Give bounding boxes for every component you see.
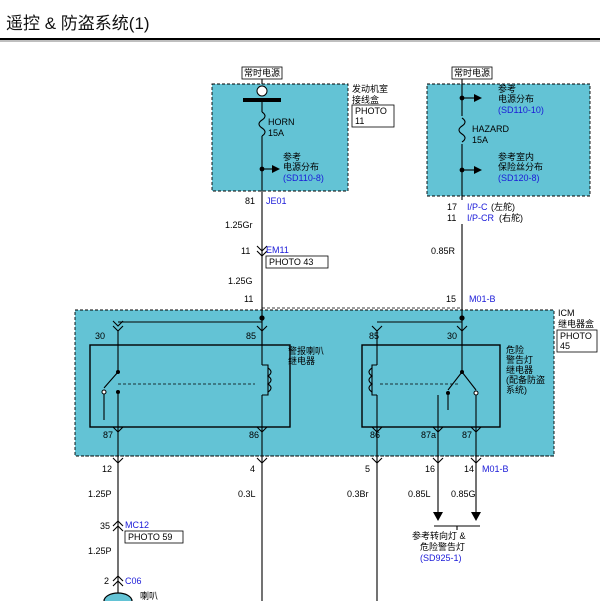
horn-relay: [89, 344, 291, 428]
right-ref1-label: 参考: [498, 83, 516, 94]
right-ref1-code: (SD110-10): [498, 105, 544, 115]
pin-16: 16: [425, 464, 435, 474]
icm-connector-top: M01-B: [469, 294, 496, 304]
mc12-connector: MC12: [125, 520, 149, 530]
horn-fuse-name: HORN: [268, 117, 295, 127]
ipc-connector: I/P-C: [467, 202, 488, 212]
page-title: 遥控 & 防盗系统(1): [6, 14, 150, 33]
wire-0-85g: 0.85G: [451, 489, 476, 499]
r2-pin-86: 86: [370, 430, 380, 440]
hazard-relay: [361, 344, 501, 428]
r2-pin-87a: 87a: [421, 430, 436, 440]
title-bar: 遥控 & 防盗系统(1): [0, 0, 600, 40]
r2-pin-30: 30: [447, 331, 457, 341]
interior-fuse-box: [426, 83, 591, 197]
wire-1-25p-2: 1.25P: [88, 546, 112, 556]
hazard-fuse-name: HAZARD: [472, 124, 510, 134]
hazard-relay-name-5: 系统): [506, 384, 527, 395]
em11-connector: EM11: [266, 245, 289, 255]
wire-1-25p: 1.25P: [88, 489, 112, 499]
r1-pin-87: 87: [103, 430, 113, 440]
c06-pin: 2: [104, 576, 109, 586]
hazard-relay-name-2: 警告灯: [506, 354, 533, 365]
icm-name-1: ICM: [558, 308, 575, 318]
ref-turn-1: 参考转向灯 &: [412, 530, 466, 541]
bottom-label: 喇叭: [140, 590, 158, 601]
c06-connector: C06: [125, 576, 142, 586]
wire-1-25gr: 1.25Gr: [225, 220, 253, 230]
left-source-label: 常时电源: [244, 67, 280, 78]
r2-pin-87: 87: [462, 430, 472, 440]
output-connector: M01-B: [482, 464, 509, 474]
icm-photo: [556, 329, 598, 353]
pin-5: 5: [365, 464, 370, 474]
ref-turn-code: (SD925-1): [420, 553, 462, 563]
right-ref2-label: 参考室内: [498, 151, 534, 162]
pin-14: 14: [464, 464, 474, 474]
right-ref1-text: 电源分布: [498, 93, 534, 104]
horn-relay-name-1: 警报喇叭: [288, 345, 324, 356]
left-busbar: [243, 98, 281, 102]
em11-photo-box: [265, 255, 329, 269]
right-source-label: 常时电源: [454, 67, 490, 78]
ipcr-pin: 11: [447, 213, 456, 223]
icm-pin-left: 11: [244, 294, 253, 304]
je01-connector: JE01: [266, 196, 287, 206]
pin-4: 4: [250, 464, 255, 474]
r1-pin-85: 85: [246, 331, 256, 341]
wire-0-3br: 0.3Br: [347, 489, 369, 499]
je01-pin: 81: [245, 196, 255, 206]
horn-fuse-symbol: [258, 111, 266, 137]
left-ref-text: 电源分布: [283, 161, 319, 172]
wire-0-85l: 0.85L: [408, 489, 431, 499]
ipcr-note: (右舵): [499, 212, 523, 223]
em11-pin: 11: [241, 246, 250, 256]
right-source-tag: [451, 66, 493, 80]
icm-name-2: 继电器盒: [558, 318, 594, 329]
left-ref-code: (SD110-8): [283, 173, 324, 183]
horn-component: [103, 592, 133, 601]
icm-relay-box: [74, 309, 555, 457]
right-ref2-text: 保险丝分布: [498, 161, 543, 172]
mc12-photo-box: [124, 530, 184, 544]
left-fuse-terminal: [256, 85, 268, 97]
mc12-photo: PHOTO 59: [128, 532, 172, 542]
ipc-note: (左舵): [491, 201, 515, 212]
left-ref-label: 参考: [283, 151, 301, 162]
wire-0-85r: 0.85R: [431, 246, 456, 256]
hazard-fuse-symbol: [458, 117, 466, 143]
hazard-relay-name-1: 危险: [506, 344, 524, 355]
mc12-pin: 35: [100, 521, 110, 531]
engine-box-name-2: 接线盒: [352, 94, 379, 105]
horn-fuse-rating: 15A: [268, 128, 284, 138]
engine-box-photo-2: 11: [355, 116, 364, 126]
ref-turn-2: 危险警告灯: [420, 541, 465, 552]
ipcr-connector: I/P-CR: [467, 213, 495, 223]
hazard-fuse-rating: 15A: [472, 135, 488, 145]
horn-relay-name-2: 继电器: [288, 355, 315, 366]
hazard-relay-name-4: (配备防盗: [506, 374, 545, 385]
right-ref2-code: (SD120-8): [498, 173, 540, 183]
icm-photo-1: PHOTO: [560, 331, 592, 341]
pin-12: 12: [102, 464, 112, 474]
icm-pin-right: 15: [446, 294, 456, 304]
engine-box-photo: [351, 104, 395, 128]
r1-pin-30: 30: [95, 331, 105, 341]
r1-pin-86: 86: [249, 430, 259, 440]
engine-box-name-1: 发动机室: [352, 83, 388, 94]
engine-box-photo-1: PHOTO: [355, 106, 387, 116]
wire-0-3l: 0.3L: [238, 489, 256, 499]
r2-pin-85: 85: [369, 331, 379, 341]
ipc-pin: 17: [447, 202, 457, 212]
wire-1-25g: 1.25G: [228, 276, 253, 286]
em11-photo: PHOTO 43: [269, 257, 313, 267]
hazard-relay-name-3: 继电器: [506, 364, 533, 375]
icm-photo-2: 45: [560, 341, 570, 351]
